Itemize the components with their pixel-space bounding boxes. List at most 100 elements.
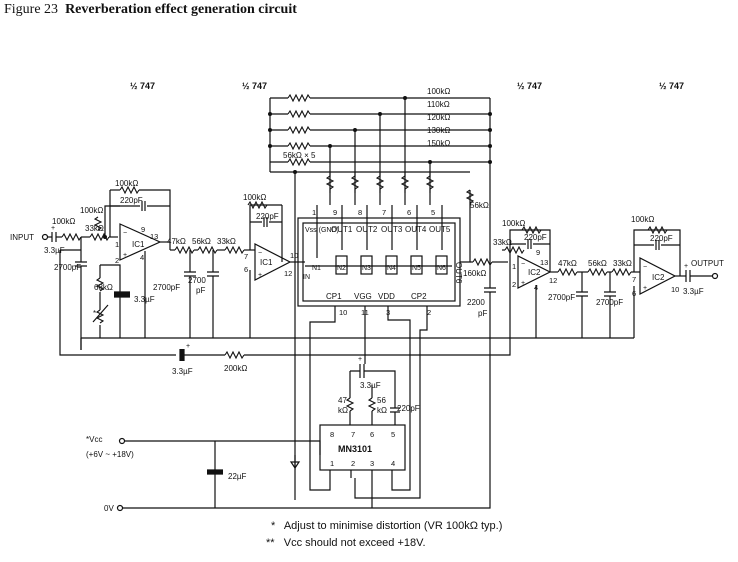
- figure-caption: Reverberation effect generation circuit: [65, 2, 297, 17]
- note-2-mark: **: [266, 537, 275, 549]
- r-200k-label: 200kΩ: [224, 364, 247, 373]
- bbd-vgg-label: VGG: [354, 292, 372, 301]
- bbd-in-label: IN: [303, 274, 310, 281]
- ic2b: − + IC2 7 6 10 100kΩ 220pF + 3.3µF OUTPU…: [631, 215, 724, 338]
- mn3101-block: + 3.3µF 47 kΩ 56 kΩ 220pF 8 7 6 5 MN3101…: [319, 340, 420, 508]
- ic1b-pin6: 6: [244, 265, 248, 274]
- bbd-out4-label: OUT4: [405, 225, 427, 234]
- ic1b-pin10: 10: [290, 251, 298, 260]
- opamp-header-2: ½ 747: [242, 81, 267, 91]
- r-in-label: 100kΩ: [52, 217, 75, 226]
- bbd-node-6: N6: [437, 265, 446, 272]
- bbd-pin-8: 8: [358, 208, 362, 217]
- mn-pin1: 1: [330, 459, 334, 468]
- svg-text:+: +: [186, 343, 190, 350]
- c-fb4-label: 220pF: [650, 234, 673, 243]
- c-2200-label-2: pF: [478, 309, 487, 318]
- mix-r-label-4: 130kΩ: [427, 126, 450, 135]
- bbd-node-2: N2: [337, 265, 346, 272]
- svg-text:−: −: [521, 261, 525, 268]
- mn-pin8: 8: [330, 430, 334, 439]
- r-fb1-label: 100kΩ: [80, 206, 103, 215]
- bbd-cap-label: 3.3µF: [360, 381, 381, 390]
- bbd-node-5: N5: [412, 265, 421, 272]
- ic2a-pin1: 1: [512, 262, 516, 271]
- r-fb4-label: 100kΩ: [502, 219, 525, 228]
- bbd-node-1: N1: [312, 265, 321, 272]
- r-47-label-1: 47: [338, 396, 347, 405]
- input-stage: INPUT + 3.3µF 100kΩ 33kΩ 100kΩ 100kΩ 220…: [10, 179, 171, 350]
- vcc-range-label: (+6V ~ +18V): [86, 450, 134, 459]
- bbd-cp2-label: CP2: [411, 292, 427, 301]
- figure-number: Figure 23: [4, 2, 59, 17]
- in-cap-label: 3.3µF: [44, 246, 65, 255]
- c-2700pf-1-label: 2700pF: [153, 283, 180, 292]
- mn-pin6: 6: [370, 430, 374, 439]
- r-fb3-label: 100kΩ: [243, 193, 266, 202]
- r-56k-out6-label: 56kΩ: [470, 201, 489, 210]
- r-47k-2-label: 47kΩ: [558, 259, 577, 268]
- mn3101-label: MN3101: [338, 444, 372, 454]
- mix-resistor-network: 100kΩ 110kΩ 120kΩ 130kΩ 150kΩ 56kΩ × 5: [268, 87, 492, 500]
- power-rail: *Vcc (+6V ~ +18V) 22µF 0V: [86, 340, 491, 513]
- ic2a: 33kΩ − + IC2 9 1 13 2 4 12 100kΩ 220pF: [493, 219, 558, 338]
- c-3u3-label: 3.3µF: [134, 295, 155, 304]
- r-56k-1-label: 56kΩ: [192, 237, 211, 246]
- ic2b-pin7: 7: [632, 275, 636, 284]
- ic2b-pin10: 10: [671, 285, 679, 294]
- mn-pin5: 5: [391, 430, 395, 439]
- r-47-label-2: kΩ: [338, 406, 348, 415]
- ic1a-pin13: 13: [150, 232, 158, 241]
- ic1a-label: IC1: [132, 240, 145, 249]
- c-2200-label-1: 2200: [467, 298, 485, 307]
- r-56k-2-label: 56kΩ: [588, 259, 607, 268]
- ic2a-pin13: 13: [540, 258, 548, 267]
- note-1-text: Adjust to minimise distortion (VR 100kΩ …: [283, 520, 503, 532]
- c-in-2700-label: 2700pF: [54, 263, 81, 272]
- mix-r-label-5: 150kΩ: [427, 139, 450, 148]
- note-2: ** Vcc should not exceed +18V.: [266, 537, 426, 549]
- input-label: INPUT: [10, 233, 34, 242]
- svg-text:*: *: [93, 309, 96, 318]
- r-33k-4-label: 33kΩ: [613, 259, 632, 268]
- bbd-node-3: N3: [362, 265, 371, 272]
- zero-v-label: 0V: [104, 504, 114, 513]
- c-bbd-220p-label: 220pF: [397, 404, 420, 413]
- r-68k-label: 68kΩ: [94, 283, 113, 292]
- svg-text:−: −: [123, 230, 127, 237]
- note-1-mark: *: [271, 520, 276, 532]
- svg-text:−: −: [643, 264, 647, 271]
- ic1a-pin4: 4: [140, 253, 144, 262]
- ic2b-label: IC2: [652, 273, 665, 282]
- svg-text:+: +: [643, 285, 647, 292]
- svg-text:+: +: [51, 225, 55, 232]
- opamp-header-1: ½ 747: [130, 81, 155, 91]
- mn-pin3: 3: [370, 459, 374, 468]
- bias-r-label: 56kΩ × 5: [283, 151, 316, 160]
- ic2a-label: IC2: [528, 268, 541, 277]
- c-fb1-label: 220pF: [120, 196, 143, 205]
- ic1b-pin7: 7: [244, 252, 248, 261]
- c-fb3-label: 220pF: [524, 233, 547, 242]
- bottom-cap-label: 3.3µF: [172, 367, 193, 376]
- opamp-header-3: ½ 747: [517, 81, 542, 91]
- bbd-vdd-label: VDD: [378, 292, 395, 301]
- bottom-feedback: + 3.3µF 200kΩ: [59, 249, 511, 376]
- mix-r-label-2: 110kΩ: [427, 100, 450, 109]
- c-2700pf-2-label: 2700pF: [548, 293, 575, 302]
- r-fb2-label: 100kΩ: [115, 179, 138, 188]
- out6-stage: 56kΩ 160kΩ 2200 pF: [460, 189, 508, 340]
- ic2a-pin12: 12: [549, 276, 557, 285]
- r-56-label-2: kΩ: [377, 406, 387, 415]
- r-fb5-label: 100kΩ: [631, 215, 654, 224]
- note-1: * Adjust to minimise distortion (VR 100k…: [271, 520, 502, 532]
- svg-text:+: +: [521, 280, 525, 287]
- r-33k-2-label: 33kΩ: [217, 237, 236, 246]
- ic1a: − + IC1 9 13 1 2 4: [115, 223, 170, 338]
- svg-text:+: +: [684, 263, 688, 270]
- bbd-pin-5: 5: [431, 208, 435, 217]
- out-cap-label: 3.3µF: [683, 287, 704, 296]
- bbd-node-4: N4: [387, 265, 396, 272]
- c-fb2-label: 220pF: [256, 212, 279, 221]
